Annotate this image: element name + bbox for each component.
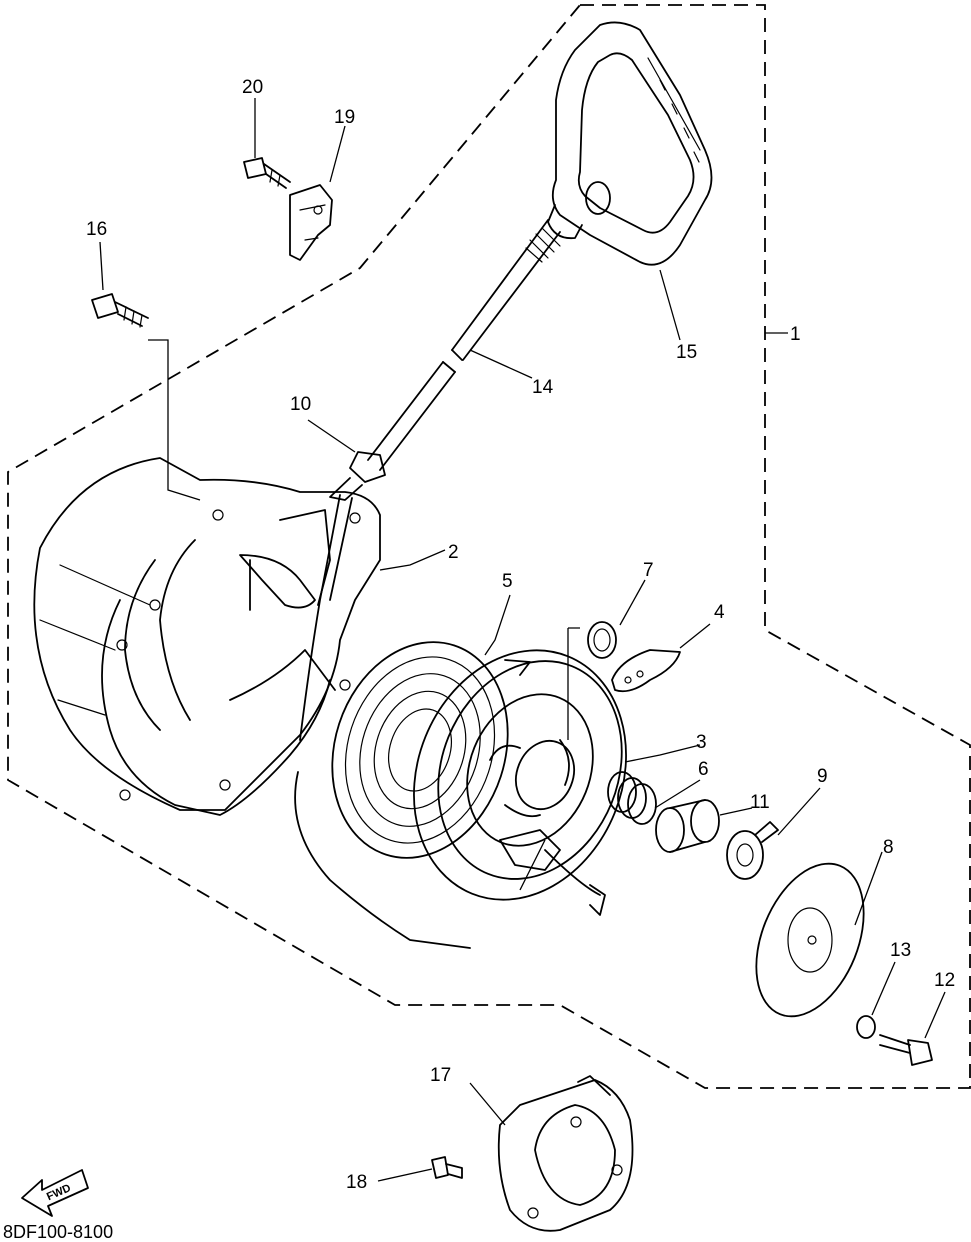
label-part-15: 15 (676, 342, 697, 363)
label-part-8: 8 (883, 837, 894, 858)
label-part-17: 17 (430, 1065, 451, 1086)
assembly-boundary (7, 4, 971, 1089)
label-part-1: 1 (790, 324, 801, 345)
label-part-11: 11 (750, 792, 770, 813)
part-labels: 1 2 3 4 5 6 7 8 9 10 11 12 13 14 15 16 1… (86, 77, 955, 1193)
label-part-9: 9 (817, 766, 828, 787)
label-part-2: 2 (448, 542, 459, 563)
starter-handle (547, 21, 713, 266)
friction-plate (726, 821, 779, 880)
fwd-label: FWD (45, 1182, 73, 1203)
label-part-5: 5 (502, 571, 513, 592)
sheave-drum (413, 649, 627, 916)
label-part-20: 20 (242, 77, 263, 98)
pawl-spring (587, 621, 617, 659)
label-part-13: 13 (890, 940, 911, 961)
label-part-14: 14 (532, 377, 554, 398)
drum-bolt (879, 1034, 933, 1066)
starter-pulley (497, 1075, 634, 1232)
label-part-16: 16 (86, 219, 107, 240)
leader-lines (99, 98, 946, 1182)
bracket-bolt (243, 157, 291, 189)
label-part-12: 12 (934, 970, 955, 991)
label-part-7: 7 (643, 560, 654, 581)
bushing (655, 799, 720, 853)
label-part-6: 6 (698, 759, 709, 780)
label-part-19: 19 (334, 107, 355, 128)
label-part-4: 4 (714, 602, 725, 623)
label-part-18: 18 (346, 1172, 367, 1193)
plate-cover (755, 862, 865, 1018)
starter-rope (294, 219, 561, 949)
label-part-10: 10 (290, 394, 311, 415)
starter-case (33, 457, 381, 816)
drive-pawl (611, 649, 681, 693)
drawing-code: 8DF100-8100 (3, 1222, 113, 1242)
fwd-arrow-icon: FWD (21, 1169, 89, 1217)
cable-bracket (289, 184, 333, 261)
washer (856, 1015, 876, 1039)
pulley-bolt (431, 1156, 463, 1179)
recoil-spring (331, 641, 531, 859)
case-bolt (91, 293, 149, 328)
return-spring (607, 771, 657, 825)
label-part-3: 3 (696, 732, 707, 753)
rope-guide (329, 451, 386, 501)
